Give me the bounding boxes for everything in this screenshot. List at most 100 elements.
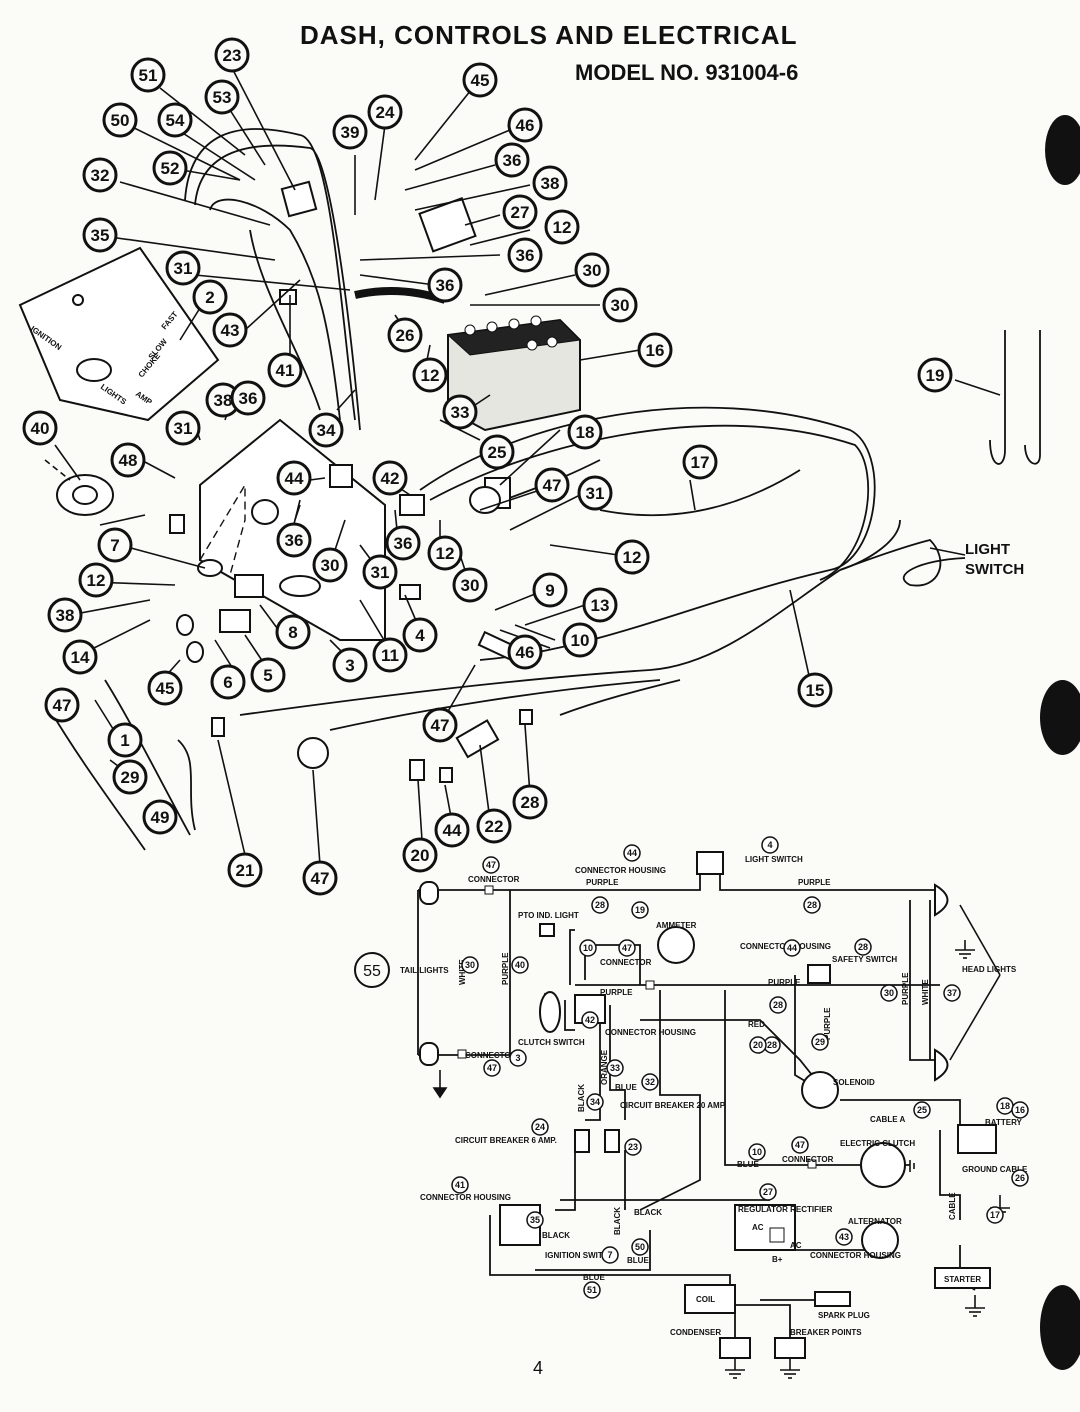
- callout-30: 30: [602, 287, 638, 323]
- binder-hole-top: [1045, 115, 1080, 185]
- schematic-callout-40: 40: [511, 956, 529, 974]
- callout-38-text: 38: [214, 391, 233, 410]
- label-orange: ORANGE: [600, 1049, 609, 1085]
- panel-knob-hole: [72, 294, 84, 306]
- light-switch-label-2: SWITCH: [965, 561, 1024, 578]
- label-electric-clutch: ELECTRIC CLUTCH: [840, 1139, 915, 1148]
- label-connector-housing-42: CONNECTOR HOUSING: [605, 1028, 696, 1037]
- callout-47: 47: [422, 707, 458, 743]
- label-purple-hl: PURPLE: [901, 972, 910, 1005]
- harness-long-loop-2: [429, 424, 870, 581]
- label-ac2: AC: [790, 1241, 802, 1250]
- schematic-callout-4: 4: [761, 836, 779, 854]
- callout-17-text: 17: [691, 453, 710, 472]
- schematic-callout-17: 17: [986, 1206, 1004, 1224]
- callout-50-text: 50: [111, 111, 130, 130]
- callout-40-text: 40: [31, 419, 50, 438]
- label-tail-lights: TAIL LIGHTS: [400, 966, 449, 975]
- part-3-switch: [219, 609, 251, 633]
- callout-45: 45: [147, 670, 183, 706]
- harness-wire-3: [209, 198, 341, 421]
- schematic-callout-28: 28: [591, 896, 609, 914]
- schematic-callout-33: 33: [606, 1059, 624, 1077]
- label-black-28: BLACK: [634, 1208, 662, 1217]
- electric-clutch-component: [860, 1142, 906, 1188]
- callout-15: 15: [797, 672, 833, 708]
- solenoid-component: [801, 1071, 839, 1109]
- schematic-callout-30-text: 30: [884, 988, 894, 998]
- harness-main-run: [239, 569, 841, 716]
- callout-53: 53: [204, 79, 240, 115]
- callout-5-text: 5: [263, 666, 272, 685]
- callout-38: 38: [532, 165, 568, 201]
- part-37-wire-b: [1024, 330, 1041, 465]
- label-white-hl: WHITE: [921, 979, 930, 1005]
- callout-24: 24: [367, 94, 403, 130]
- part-17-wire: [599, 469, 801, 517]
- label-purple-vert: PURPLE: [823, 1007, 832, 1040]
- schematic-callout-28: 28: [854, 938, 872, 956]
- callout-12-text: 12: [87, 571, 106, 590]
- callout-23-text: 23: [223, 46, 242, 65]
- callout-36: 36: [507, 237, 543, 273]
- schematic-callout-47-text: 47: [622, 943, 632, 953]
- schematic-callout-28-text: 28: [595, 900, 605, 910]
- callout-40: 40: [22, 410, 58, 446]
- callout-25: 25: [479, 434, 515, 470]
- schematic-callout-41: 41: [451, 1176, 469, 1194]
- wire-black-34: [585, 1010, 601, 1121]
- schematic-callout-32: 32: [641, 1073, 659, 1091]
- callout-46-text: 46: [516, 643, 535, 662]
- schematic-callout-10: 10: [579, 939, 597, 957]
- label-connector-clutch: CONNECTOR: [782, 1155, 834, 1164]
- callout-16-text: 16: [646, 341, 665, 360]
- label-connector-bl: CONNECTOR: [465, 1051, 517, 1060]
- label-cable-v: CABLE: [948, 1192, 957, 1220]
- harness-branch-2: [559, 679, 681, 716]
- binder-hole-bottom: [1040, 1285, 1080, 1370]
- callout-46: 46: [507, 107, 543, 143]
- schematic-callout-43: 43: [835, 1228, 853, 1246]
- schematic-callout-47: 47: [791, 1136, 809, 1154]
- wire-blue-51: [489, 1215, 731, 1285]
- schematic-callout-44-text: 44: [787, 943, 797, 953]
- breaker-points-component: [774, 1337, 806, 1359]
- battery-component: [957, 1124, 997, 1154]
- callout-12: 12: [412, 357, 448, 393]
- callout-30: 30: [312, 547, 348, 583]
- label-purple-top-left: PURPLE: [586, 878, 619, 887]
- callout-21-text: 21: [236, 861, 255, 880]
- callout-27-text: 27: [511, 203, 530, 222]
- ammeter-component: [657, 926, 695, 964]
- callout-32: 32: [82, 157, 118, 193]
- callout-31: 31: [165, 410, 201, 446]
- callout-12: 12: [78, 562, 114, 598]
- callout-44-text: 44: [285, 469, 304, 488]
- safety-switch-component: [807, 964, 831, 984]
- callout-8: 8: [275, 614, 311, 650]
- callout-18-text: 18: [576, 423, 595, 442]
- callout-19: 19: [917, 357, 953, 393]
- wire-clutch-switch: [564, 1000, 575, 1031]
- schematic-callout-50: 50: [631, 1238, 649, 1256]
- schematic-callout-16: 16: [1011, 1101, 1029, 1119]
- schematic-callout-3-text: 3: [515, 1053, 520, 1063]
- label-purple-box: PURPLE: [600, 988, 633, 997]
- callout-12-text: 12: [623, 548, 642, 567]
- callout-53-text: 53: [213, 88, 232, 107]
- schematic-callout-32-text: 32: [645, 1077, 655, 1087]
- callout-7: 7: [97, 527, 133, 563]
- label-ac1: AC: [752, 1223, 764, 1232]
- callout-12: 12: [614, 539, 650, 575]
- bracket-hole: [251, 499, 279, 525]
- schematic-callout-28-text: 28: [858, 942, 868, 952]
- callout-36: 36: [230, 380, 266, 416]
- bracket-dashed-outline: [199, 482, 246, 576]
- callout-13: 13: [582, 587, 618, 623]
- schematic-callout-30: 30: [461, 956, 479, 974]
- callout-49-text: 49: [151, 808, 170, 827]
- schematic-callout-25-text: 25: [917, 1105, 927, 1115]
- callout-48-text: 48: [119, 451, 138, 470]
- label-purple-left: PURPLE: [501, 952, 510, 985]
